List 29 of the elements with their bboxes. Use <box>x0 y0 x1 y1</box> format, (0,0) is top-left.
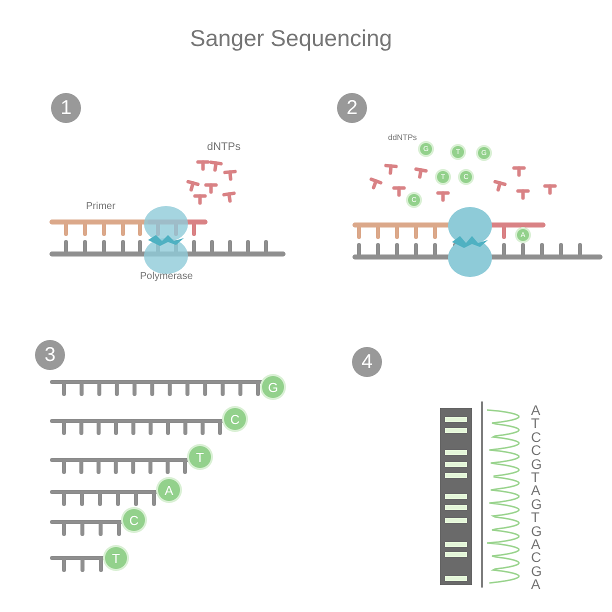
base-letter: A <box>531 577 540 592</box>
base-letter: C <box>531 443 542 458</box>
base-letter: G <box>531 496 542 511</box>
part-label: Primer <box>86 202 116 212</box>
nucleotide-badge: C <box>224 408 246 430</box>
base-letter: C <box>531 550 542 564</box>
step-number-badge: 4 <box>352 347 382 377</box>
base-letter: T <box>531 416 540 430</box>
step-number-badge: 1 <box>51 93 81 123</box>
part-label: Polymerase <box>140 272 193 282</box>
nucleotide-badge: C <box>123 509 145 531</box>
base-letter: A <box>531 537 540 551</box>
base-letter: T <box>531 510 540 524</box>
title: Sanger Sequencing <box>190 27 392 50</box>
nucleotide-badge: T <box>105 547 127 569</box>
reagent-label: dNTPs <box>207 142 241 153</box>
nucleotide-badge: G <box>262 376 284 398</box>
nucleotide-badge: A <box>158 479 180 501</box>
base-letter: G <box>531 564 542 578</box>
base-letter: A <box>531 483 540 498</box>
base-letter: A <box>531 403 540 417</box>
step-number-badge: 2 <box>337 93 367 123</box>
base-letter: T <box>531 470 540 484</box>
base-letter: G <box>531 524 542 538</box>
step-number-badge: 3 <box>35 340 65 370</box>
reagent-label: ddNTPs <box>388 134 417 142</box>
base-letter: G <box>531 456 542 471</box>
nucleotide-badge: T <box>189 446 211 468</box>
base-letter: C <box>531 430 542 444</box>
